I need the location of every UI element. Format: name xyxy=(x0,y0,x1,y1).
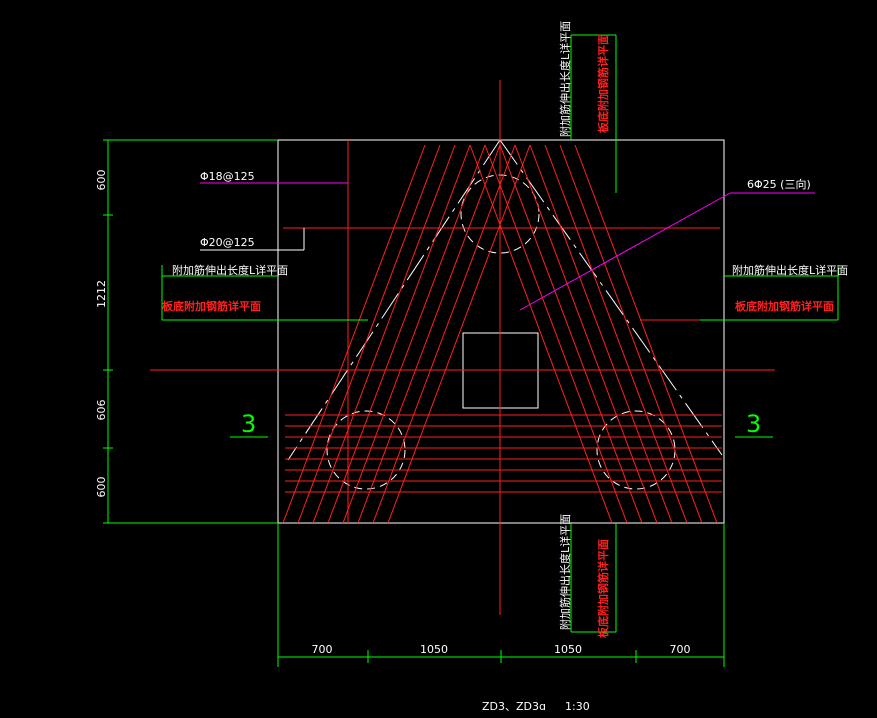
rebar-25-label: 6Φ25 (三向) xyxy=(747,177,811,191)
dimension-lines xyxy=(103,34,839,667)
rebar-20-label: Φ20@125 xyxy=(200,236,255,249)
slab-bottom-right: 板底附加钢筋详平面 xyxy=(735,299,834,313)
dim-v-3: 606 xyxy=(95,400,108,421)
dim-h-4: 700 xyxy=(670,643,691,656)
rebar-band-right xyxy=(529,144,673,524)
dim-v-1: 600 xyxy=(95,170,108,191)
rebar-band-left xyxy=(312,144,456,524)
triangle-outline xyxy=(287,139,723,461)
rebar-band-left xyxy=(342,144,486,524)
rebar-band-left xyxy=(357,144,501,524)
rebar-band-right xyxy=(484,144,628,524)
ext-length-bottom: 附加筋伸出长度L详平面 xyxy=(558,514,572,630)
slab-bottom-left: 板底附加钢筋详平面 xyxy=(162,299,261,313)
leader-lines-white xyxy=(200,228,305,251)
rebar-grid xyxy=(150,80,775,615)
dim-h-2: 1050 xyxy=(420,643,448,656)
rebar-band-right xyxy=(469,144,613,524)
pile-left xyxy=(326,410,406,490)
slab-bottom-top: 板底附加钢筋详平面 xyxy=(596,34,610,133)
dim-v-2: 1212 xyxy=(95,280,108,308)
rebar-band-left xyxy=(372,144,516,524)
rebar-band-left xyxy=(297,144,441,524)
rebar-band-right xyxy=(499,144,643,524)
pile-right xyxy=(596,410,676,490)
rebar-band-left xyxy=(387,144,531,524)
dim-h-1: 700 xyxy=(312,643,333,656)
rebar-bands xyxy=(282,144,722,524)
rebar-band-right xyxy=(544,144,688,524)
section-mark-right: 3 xyxy=(746,410,761,438)
ext-length-left: 附加筋伸出长度L详平面 xyxy=(172,263,288,277)
rebar-band-right xyxy=(574,144,718,524)
dim-h-3: 1050 xyxy=(554,643,582,656)
rebar-18-label: Φ18@125 xyxy=(200,170,255,183)
scale-note: 1:30 xyxy=(565,700,590,713)
leader-lines xyxy=(200,182,815,311)
ext-length-top: 附加筋伸出长度L详平面 xyxy=(558,21,572,137)
rebar-band-right xyxy=(559,144,703,524)
pile-cap-outline xyxy=(277,139,725,524)
drawing-title: ZD3、ZD3ɑ xyxy=(482,700,546,713)
ext-length-right: 附加筋伸出长度L详平面 xyxy=(732,263,848,277)
rebar-band-left xyxy=(327,144,471,524)
slab-bottom-bottom: 板底附加钢筋详平面 xyxy=(596,539,610,638)
section-mark-left: 3 xyxy=(241,410,256,438)
rebar-band-right xyxy=(514,144,658,524)
rebar-band-left xyxy=(282,144,426,524)
dim-v-4: 600 xyxy=(95,477,108,498)
